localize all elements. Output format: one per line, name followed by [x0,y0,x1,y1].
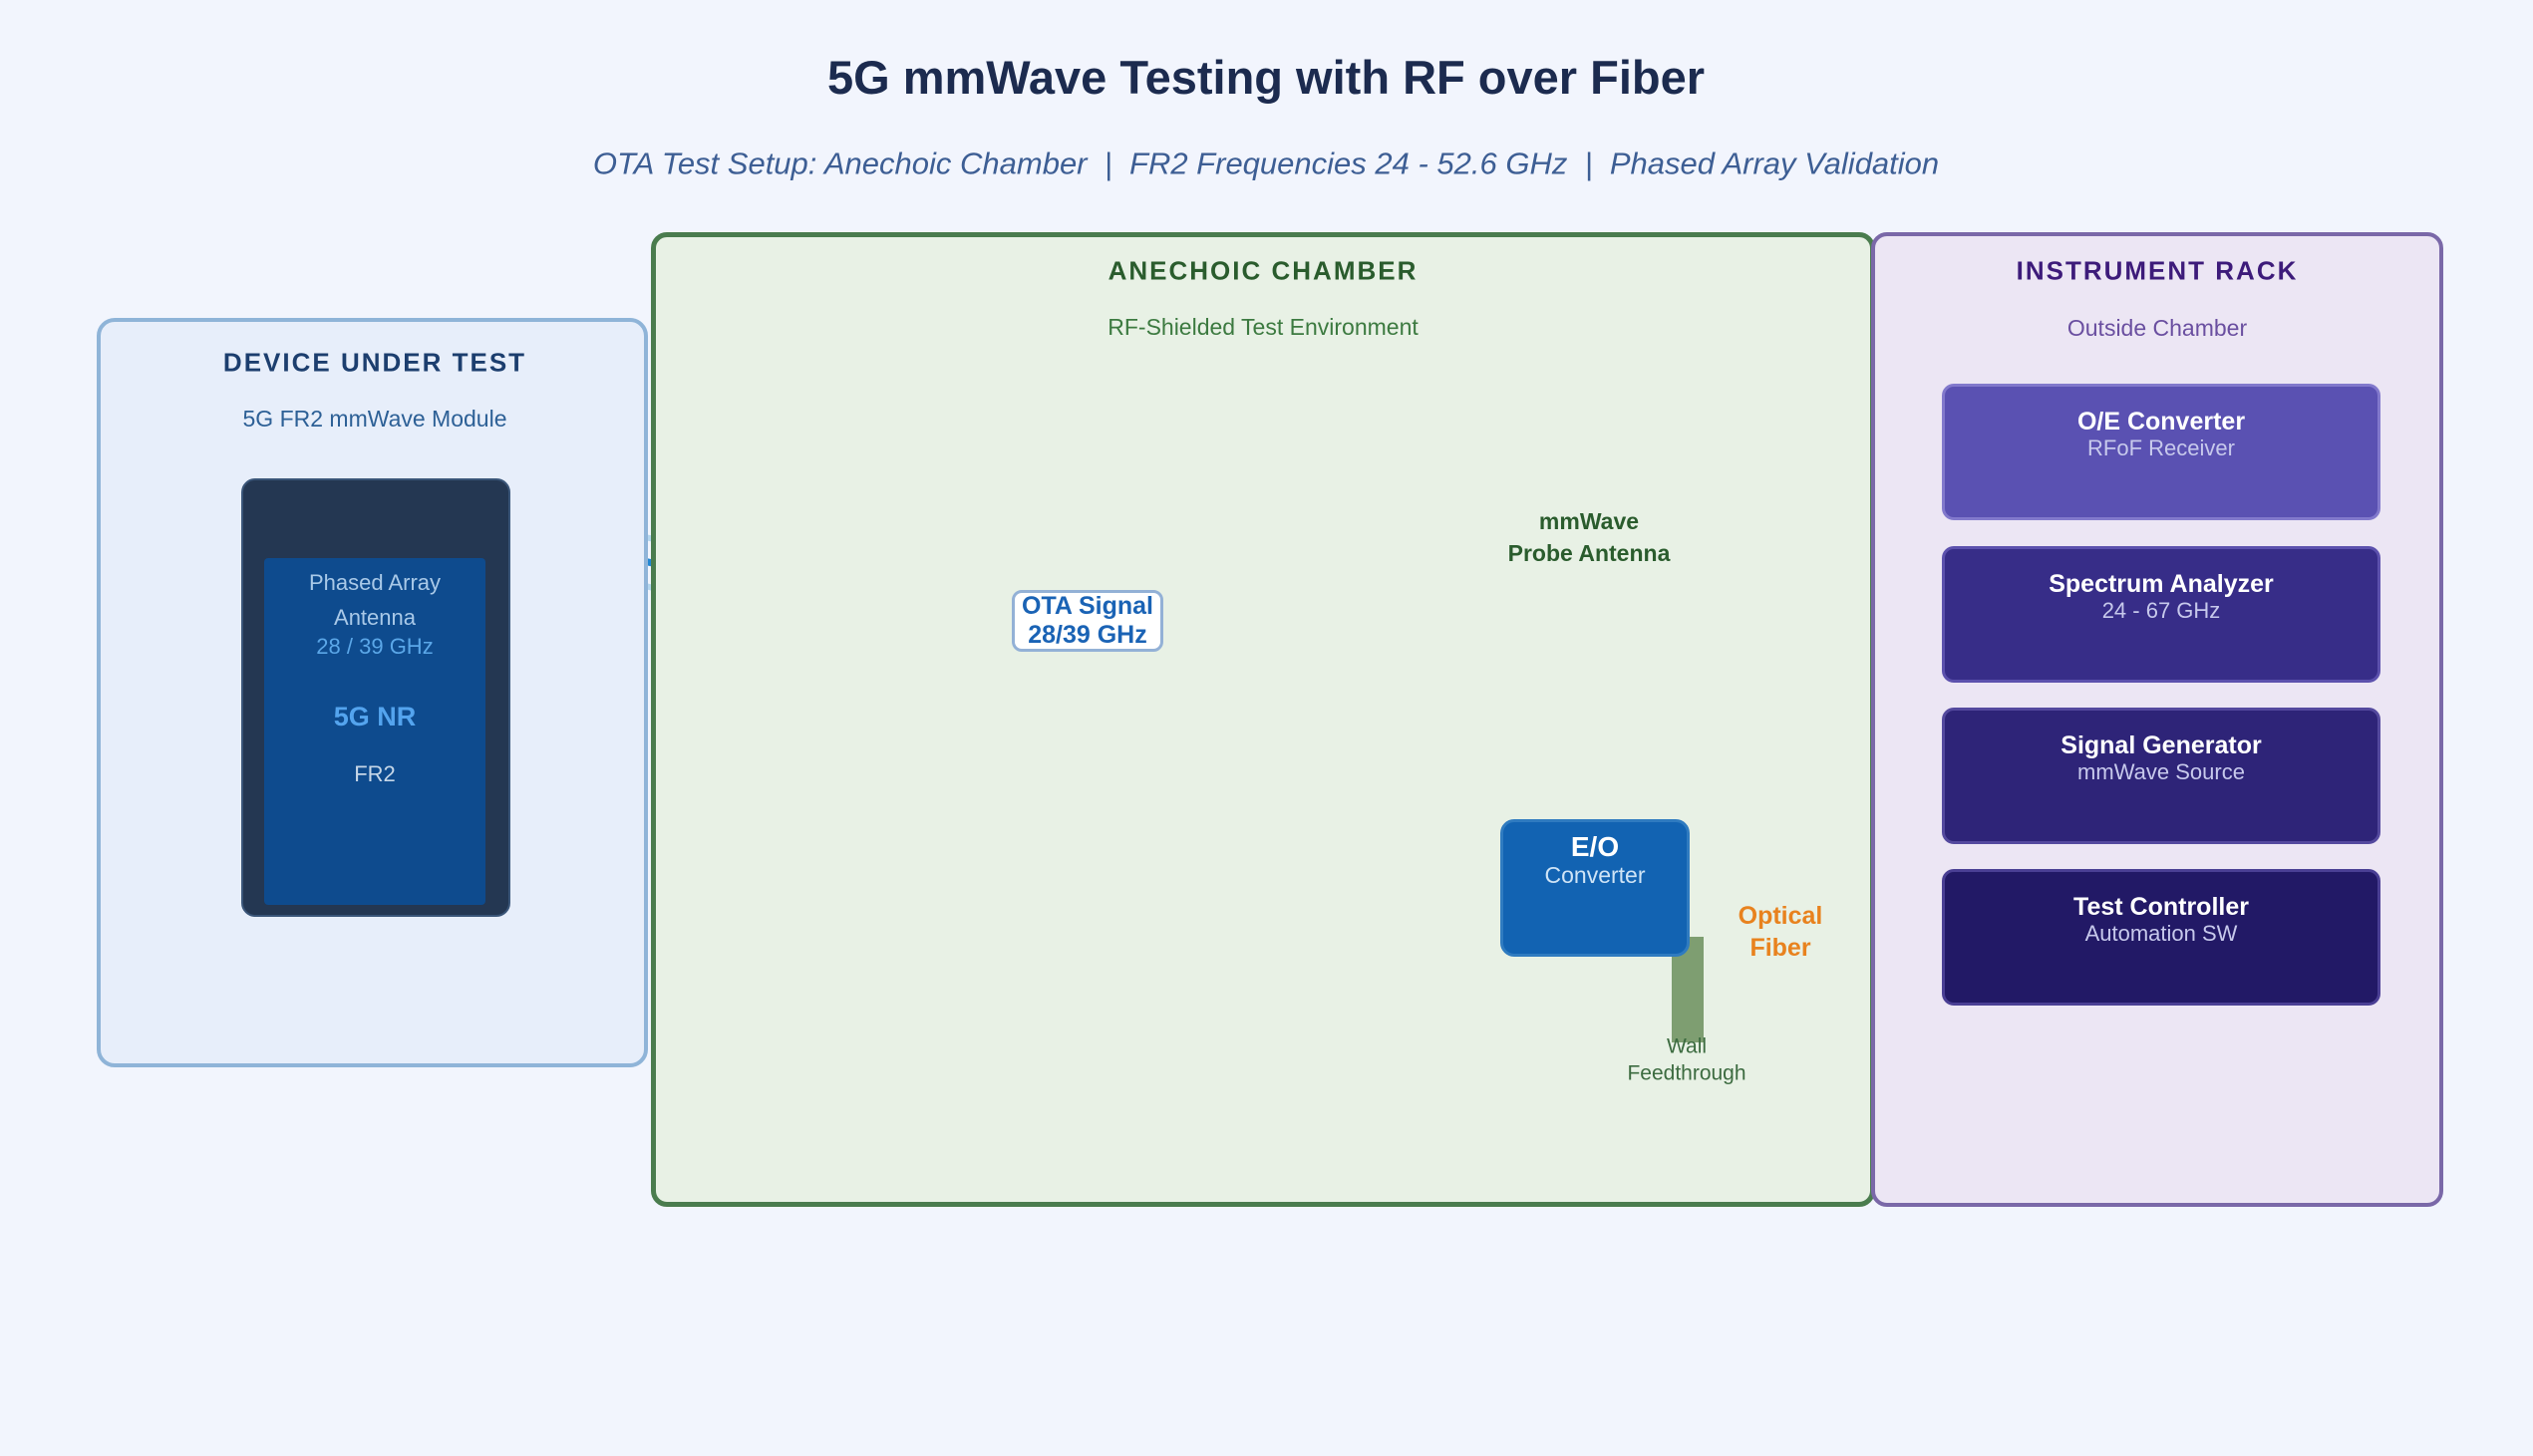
dut-antenna-label-1: Phased Array [308,569,442,595]
rack-box-test-controller [1942,869,2380,1006]
chamber-subheader: RF-Shielded Test Environment [1108,314,1419,341]
instrument-desc: RFoF Receiver [2087,435,2235,460]
ota-signal-label: OTA Signal [1022,592,1153,621]
dut-technology-label: 5G NR [333,701,417,731]
instrument-name: Test Controller [2073,893,2249,921]
rack-box-signal-generator [1942,708,2380,844]
optical-fiber-label-1: Optical [1738,902,1823,930]
instrument-desc: Automation SW [2084,920,2238,946]
instrument-name: O/E Converter [2076,408,2246,436]
page-title: 5G mmWave Testing with RF over Fiber [826,50,1706,104]
ota-signal-frequency: 28/39 GHz [1028,621,1147,649]
rack-header: INSTRUMENT RACK [2016,255,2299,286]
dut-device-screen [264,558,485,905]
wall-feedthrough-label-1: Wall [1666,1034,1708,1058]
rack-subheader: Outside Chamber [2066,315,2248,342]
instrument-desc: 24 - 67 GHz [2101,597,2221,623]
instrument-name: Signal Generator [2060,731,2262,759]
instrument-name: Spectrum Analyzer [2049,570,2274,598]
optical-fiber-label-2: Fiber [1749,934,1811,962]
instrument-desc: mmWave Source [2077,758,2245,784]
chamber-header: ANECHOIC CHAMBER [1108,255,1419,286]
dut-header: DEVICE UNDER TEST [222,347,527,378]
eo-converter-subtitle: Converter [1544,862,1646,889]
rack-box-spectrum-analyzer [1942,546,2380,683]
probe-antenna-label-2: Probe Antenna [1507,540,1671,567]
dut-band-label: FR2 [354,760,396,786]
ota-signal-callout: OTA Signal 28/39 GHz [1012,590,1163,652]
eo-converter-title: E/O [1570,831,1620,863]
dut-frequency-label: 28 / 39 GHz [316,633,434,659]
page-subtitle: OTA Test Setup: Anechoic Chamber | FR2 F… [592,146,1940,181]
dut-subheader: 5G FR2 mmWave Module [242,406,507,433]
dut-antenna-label-2: Antenna [334,604,416,630]
rack-box-oe-converter [1942,384,2380,520]
eo-converter-box [1500,819,1690,957]
probe-antenna-label-1: mmWave [1538,508,1640,535]
wall-feedthrough-label-2: Feedthrough [1627,1061,1746,1085]
